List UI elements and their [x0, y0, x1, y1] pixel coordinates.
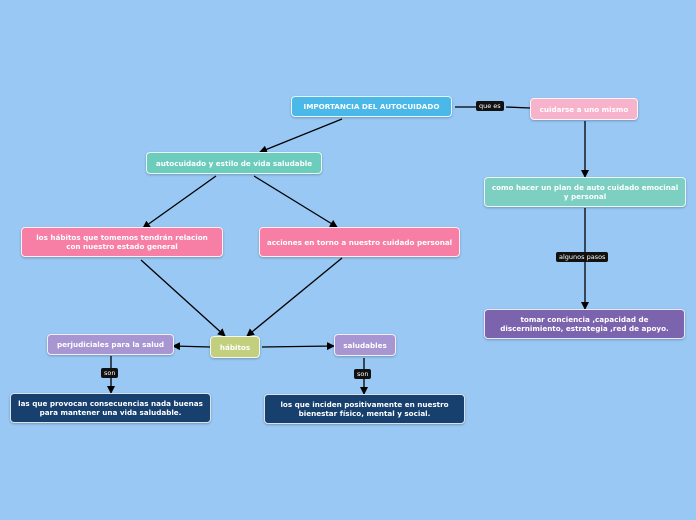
label-son-left: son: [101, 368, 119, 378]
edge-autocuidado-acciones: [253, 175, 338, 228]
edge-habitos-perjudiciales: [172, 342, 211, 351]
node-inciden-positivamente[interactable]: los que inciden positivamente en nuestro…: [264, 394, 465, 424]
node-tomar-conciencia[interactable]: tomar conciencia ,capacidad de discernim…: [484, 309, 685, 339]
label-son-right: son: [354, 369, 372, 379]
edge-importancia-autocuidado: [259, 118, 343, 154]
node-acciones-cuidado-personal[interactable]: acciones en torno a nuestro cuidado pers…: [259, 227, 460, 257]
node-plan-auto-cuidado[interactable]: como hacer un plan de auto cuidado emoci…: [484, 177, 686, 207]
node-habitos-relacion[interactable]: los hábitos que tomemos tendrán relacion…: [21, 227, 223, 257]
node-perjudiciales[interactable]: perjudiciales para la salud: [47, 334, 174, 355]
label-algunos-pasos: algunos pasos: [556, 252, 609, 262]
node-habitos[interactable]: hábitos: [210, 336, 260, 358]
edge-autocuidado-habitosrelacion: [142, 175, 217, 229]
node-cuidarse-a-uno-mismo[interactable]: cuidarse a uno mismo: [530, 98, 638, 120]
node-importancia-autocuidado[interactable]: IMPORTANCIA DEL AUTOCUIDADO: [291, 96, 452, 117]
edge-queeslabel-cuidarse: [505, 106, 531, 109]
edge-habitos-saludables: [261, 342, 335, 351]
edge-habitosrelacion-habitos: [140, 259, 226, 337]
node-autocuidado-estilo-vida[interactable]: autocuidado y estilo de vida saludable: [146, 152, 322, 174]
node-provocan-consecuencias[interactable]: las que provocan consecuencias nada buen…: [10, 393, 211, 423]
edge-acciones-habitos: [246, 257, 343, 337]
label-que-es: que es: [476, 101, 504, 111]
node-saludables[interactable]: saludables: [334, 334, 396, 356]
